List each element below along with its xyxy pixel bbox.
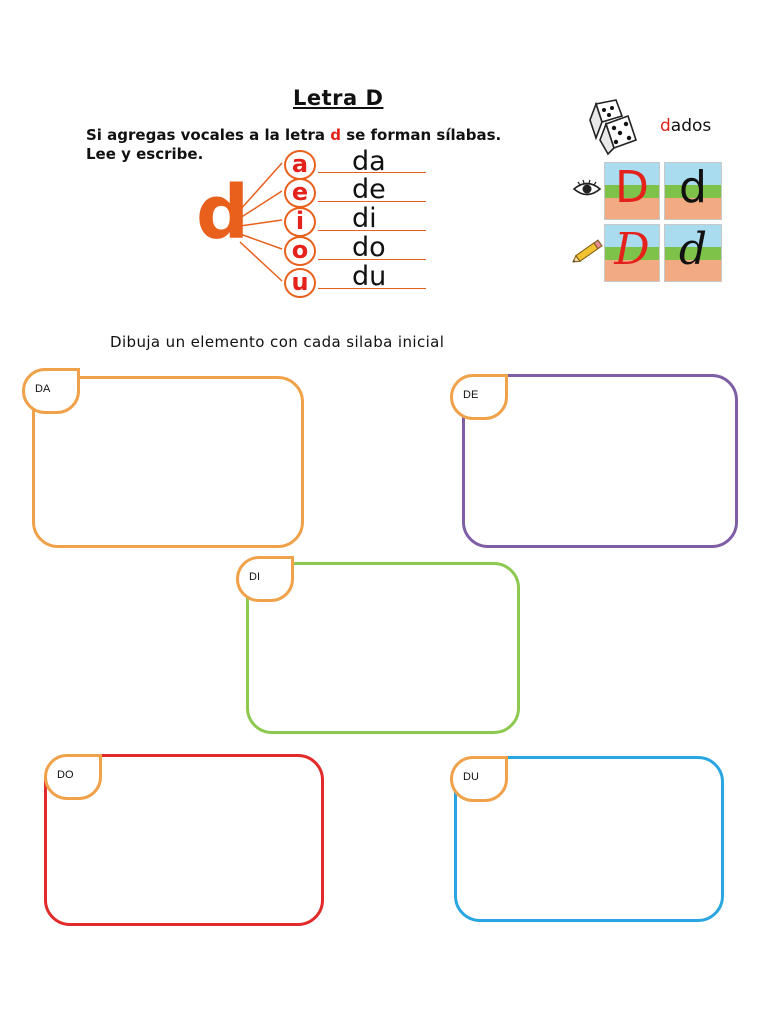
syllable-du: du [352,261,387,292]
box-label-tab-do: DO [44,754,102,800]
intro-line1-before: Si agregas vocales a la letra [86,126,331,144]
intro-text: Si agregas vocales a la letra d se forma… [86,126,501,164]
word-dados-rest: ados [670,116,712,136]
card-letter: D [615,162,649,213]
syllable-do: do [352,232,386,263]
page-title: Letra D [293,86,384,110]
writing-line [318,230,426,231]
connector-lines [239,162,283,282]
syllable-de: de [352,174,386,205]
box-label-tab-du: DU [450,756,508,802]
vowel-u: u [284,268,316,298]
big-letter-d: d [196,170,249,256]
eye-icon [572,179,602,196]
box-label-do: DO [57,769,74,781]
dice-icon [589,99,638,156]
vowel-a: a [284,150,316,180]
intro-letter: d [330,126,341,144]
writing-line [318,201,426,202]
word-dados: dados [660,116,711,136]
card-letter: D [614,224,650,275]
letter-card-lower-script: d [664,224,722,282]
writing-line [318,288,426,289]
instruction-text: Dibuja un elemento con cada silaba inici… [110,333,445,351]
vowel-i: i [284,207,316,237]
drawing-box-da[interactable] [32,376,304,548]
vowel-e: e [284,178,316,208]
box-label-tab-di: DI [236,556,294,602]
letter-card-lower-print: d [664,162,722,220]
box-label-tab-da: DA [22,368,80,414]
writing-line [318,259,426,260]
drawing-box-di[interactable] [246,562,520,734]
syllable-da: da [352,146,386,177]
box-label-di: DI [249,571,260,583]
card-letter: d [679,162,707,213]
pencil-icon [572,239,603,263]
intro-line1-after: se forman sílabas. [340,126,502,144]
box-label-de: DE [463,389,479,401]
word-dados-first: d [660,116,671,136]
intro-line2: Lee y escribe. [86,145,204,163]
syllable-di: di [352,203,377,234]
box-label-du: DU [463,771,479,783]
writing-line [318,172,426,173]
drawing-box-de[interactable] [462,374,738,548]
letter-card-upper-script: D [604,224,660,282]
box-label-tab-de: DE [450,374,508,420]
card-letter: d [678,224,708,275]
drawing-box-do[interactable] [44,754,324,926]
letter-card-upper-print: D [604,162,660,220]
vowel-o: o [284,236,316,266]
box-label-da: DA [35,383,51,395]
